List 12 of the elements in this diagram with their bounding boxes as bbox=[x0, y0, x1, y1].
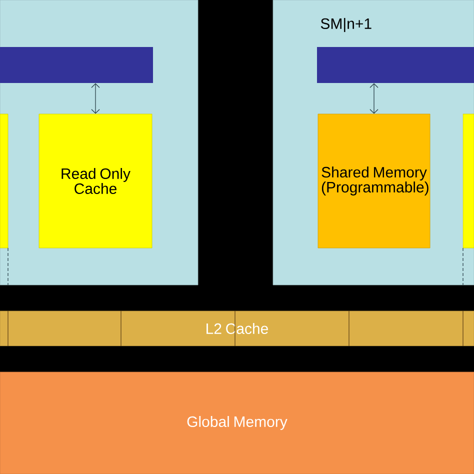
memory-box: Shared Memory (Programmable) bbox=[318, 114, 430, 248]
dashed-line bbox=[462, 248, 464, 286]
double-arrow bbox=[370, 83, 378, 114]
memory-band: Global Memory bbox=[0, 372, 474, 474]
panel-heading: SM|n+1 bbox=[320, 18, 372, 32]
cache-band: L2 Cache bbox=[0, 310, 474, 346]
double-arrow bbox=[91, 83, 100, 114]
register-bar bbox=[0, 47, 153, 83]
cache-box bbox=[0, 114, 8, 248]
cache-box bbox=[462, 114, 474, 248]
register-bar bbox=[317, 47, 474, 83]
cache-box: Read Only Cache bbox=[38, 114, 152, 248]
